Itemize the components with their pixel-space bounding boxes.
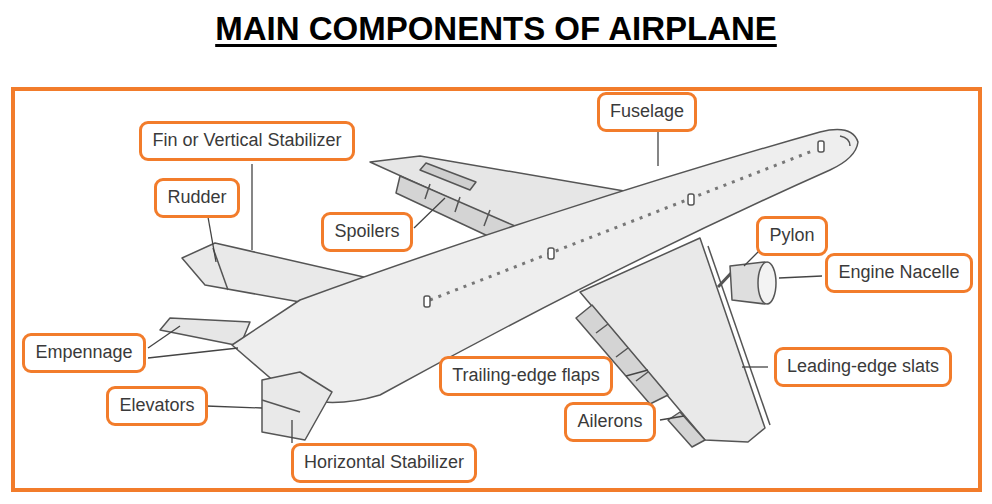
part-label: Elevators [119,395,194,417]
part-label: Rudder [167,187,226,209]
label-box: Fuselage [597,92,697,132]
part-label: Engine Nacelle [838,262,959,284]
label-box: Elevators [106,386,207,426]
part-label: Pylon [769,225,814,247]
label-box: Leading-edge slats [774,347,952,387]
part-label: Horizontal Stabilizer [304,452,464,474]
cockpit [840,136,850,146]
part-label: Fin or Vertical Stabilizer [152,130,341,152]
door [818,141,824,152]
label-box: Pylon [756,216,827,256]
door [424,296,430,307]
label-box: Ailerons [564,402,655,442]
part-label: Ailerons [577,411,642,433]
label-box: Engine Nacelle [825,253,972,293]
part-label: Leading-edge slats [787,356,939,378]
leader-line [208,217,216,262]
fuselage-body [232,130,858,403]
label-box: Trailing-edge flaps [439,356,612,396]
leader-line [251,164,252,250]
flap-lines [425,184,490,226]
door [688,194,694,205]
airplane [160,130,858,447]
leader-line [742,366,768,367]
leader-lines [148,132,822,443]
intake [758,262,776,304]
leader-line [660,416,684,420]
label-box: Fin or Vertical Stabilizer [139,121,354,161]
leader-line [291,420,292,443]
elevator-line [262,400,300,412]
spoiler-panels [420,163,476,190]
leader-line [657,132,658,166]
near-stabilizer [262,372,332,440]
leader-line [206,406,262,408]
diagram-title: MAIN COMPONENTS OF AIRPLANE [0,9,992,49]
part-label: Empennage [35,342,132,364]
door [548,248,554,259]
leader-line [148,348,238,358]
label-box: Empennage [22,333,145,373]
leader-line [414,198,445,228]
label-box: Horizontal Stabilizer [291,443,477,483]
part-label: Spoilers [334,221,399,243]
part-label: Fuselage [610,101,684,123]
frame [13,89,980,490]
label-box: Spoilers [321,212,412,252]
label-box: Rudder [154,178,239,218]
leader-line [626,370,648,376]
leader-line [779,276,822,278]
leader-line [148,326,180,348]
part-label: Trailing-edge flaps [452,365,599,387]
